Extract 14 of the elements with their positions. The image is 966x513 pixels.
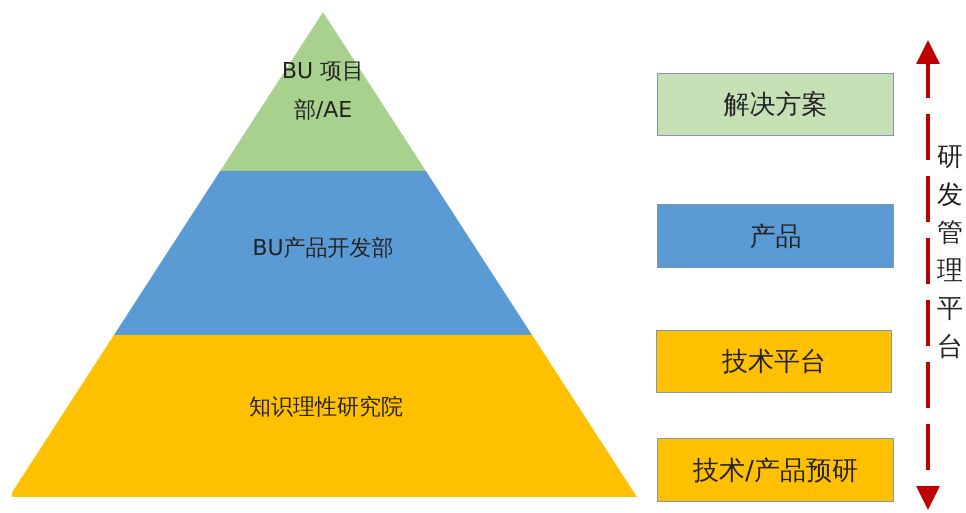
node-label: 技术/产品预研 bbox=[693, 454, 858, 488]
level-box bbox=[657, 204, 894, 268]
level-box bbox=[657, 73, 894, 136]
node-label: 产品 bbox=[750, 220, 802, 254]
pyramid-layer bbox=[114, 171, 532, 335]
pyramid-base bbox=[12, 335, 640, 497]
node-label: 解决方案 bbox=[724, 89, 828, 122]
node-label: BU产品开发部 bbox=[251, 234, 395, 263]
level-box bbox=[657, 438, 894, 502]
node-label: 知识理性研究院 bbox=[248, 394, 404, 422]
level-box bbox=[656, 330, 892, 393]
pyramid-top bbox=[220, 12, 426, 171]
node-label: 技术平台 bbox=[722, 346, 826, 379]
node-label: BU 项目部/AE bbox=[280, 58, 366, 124]
